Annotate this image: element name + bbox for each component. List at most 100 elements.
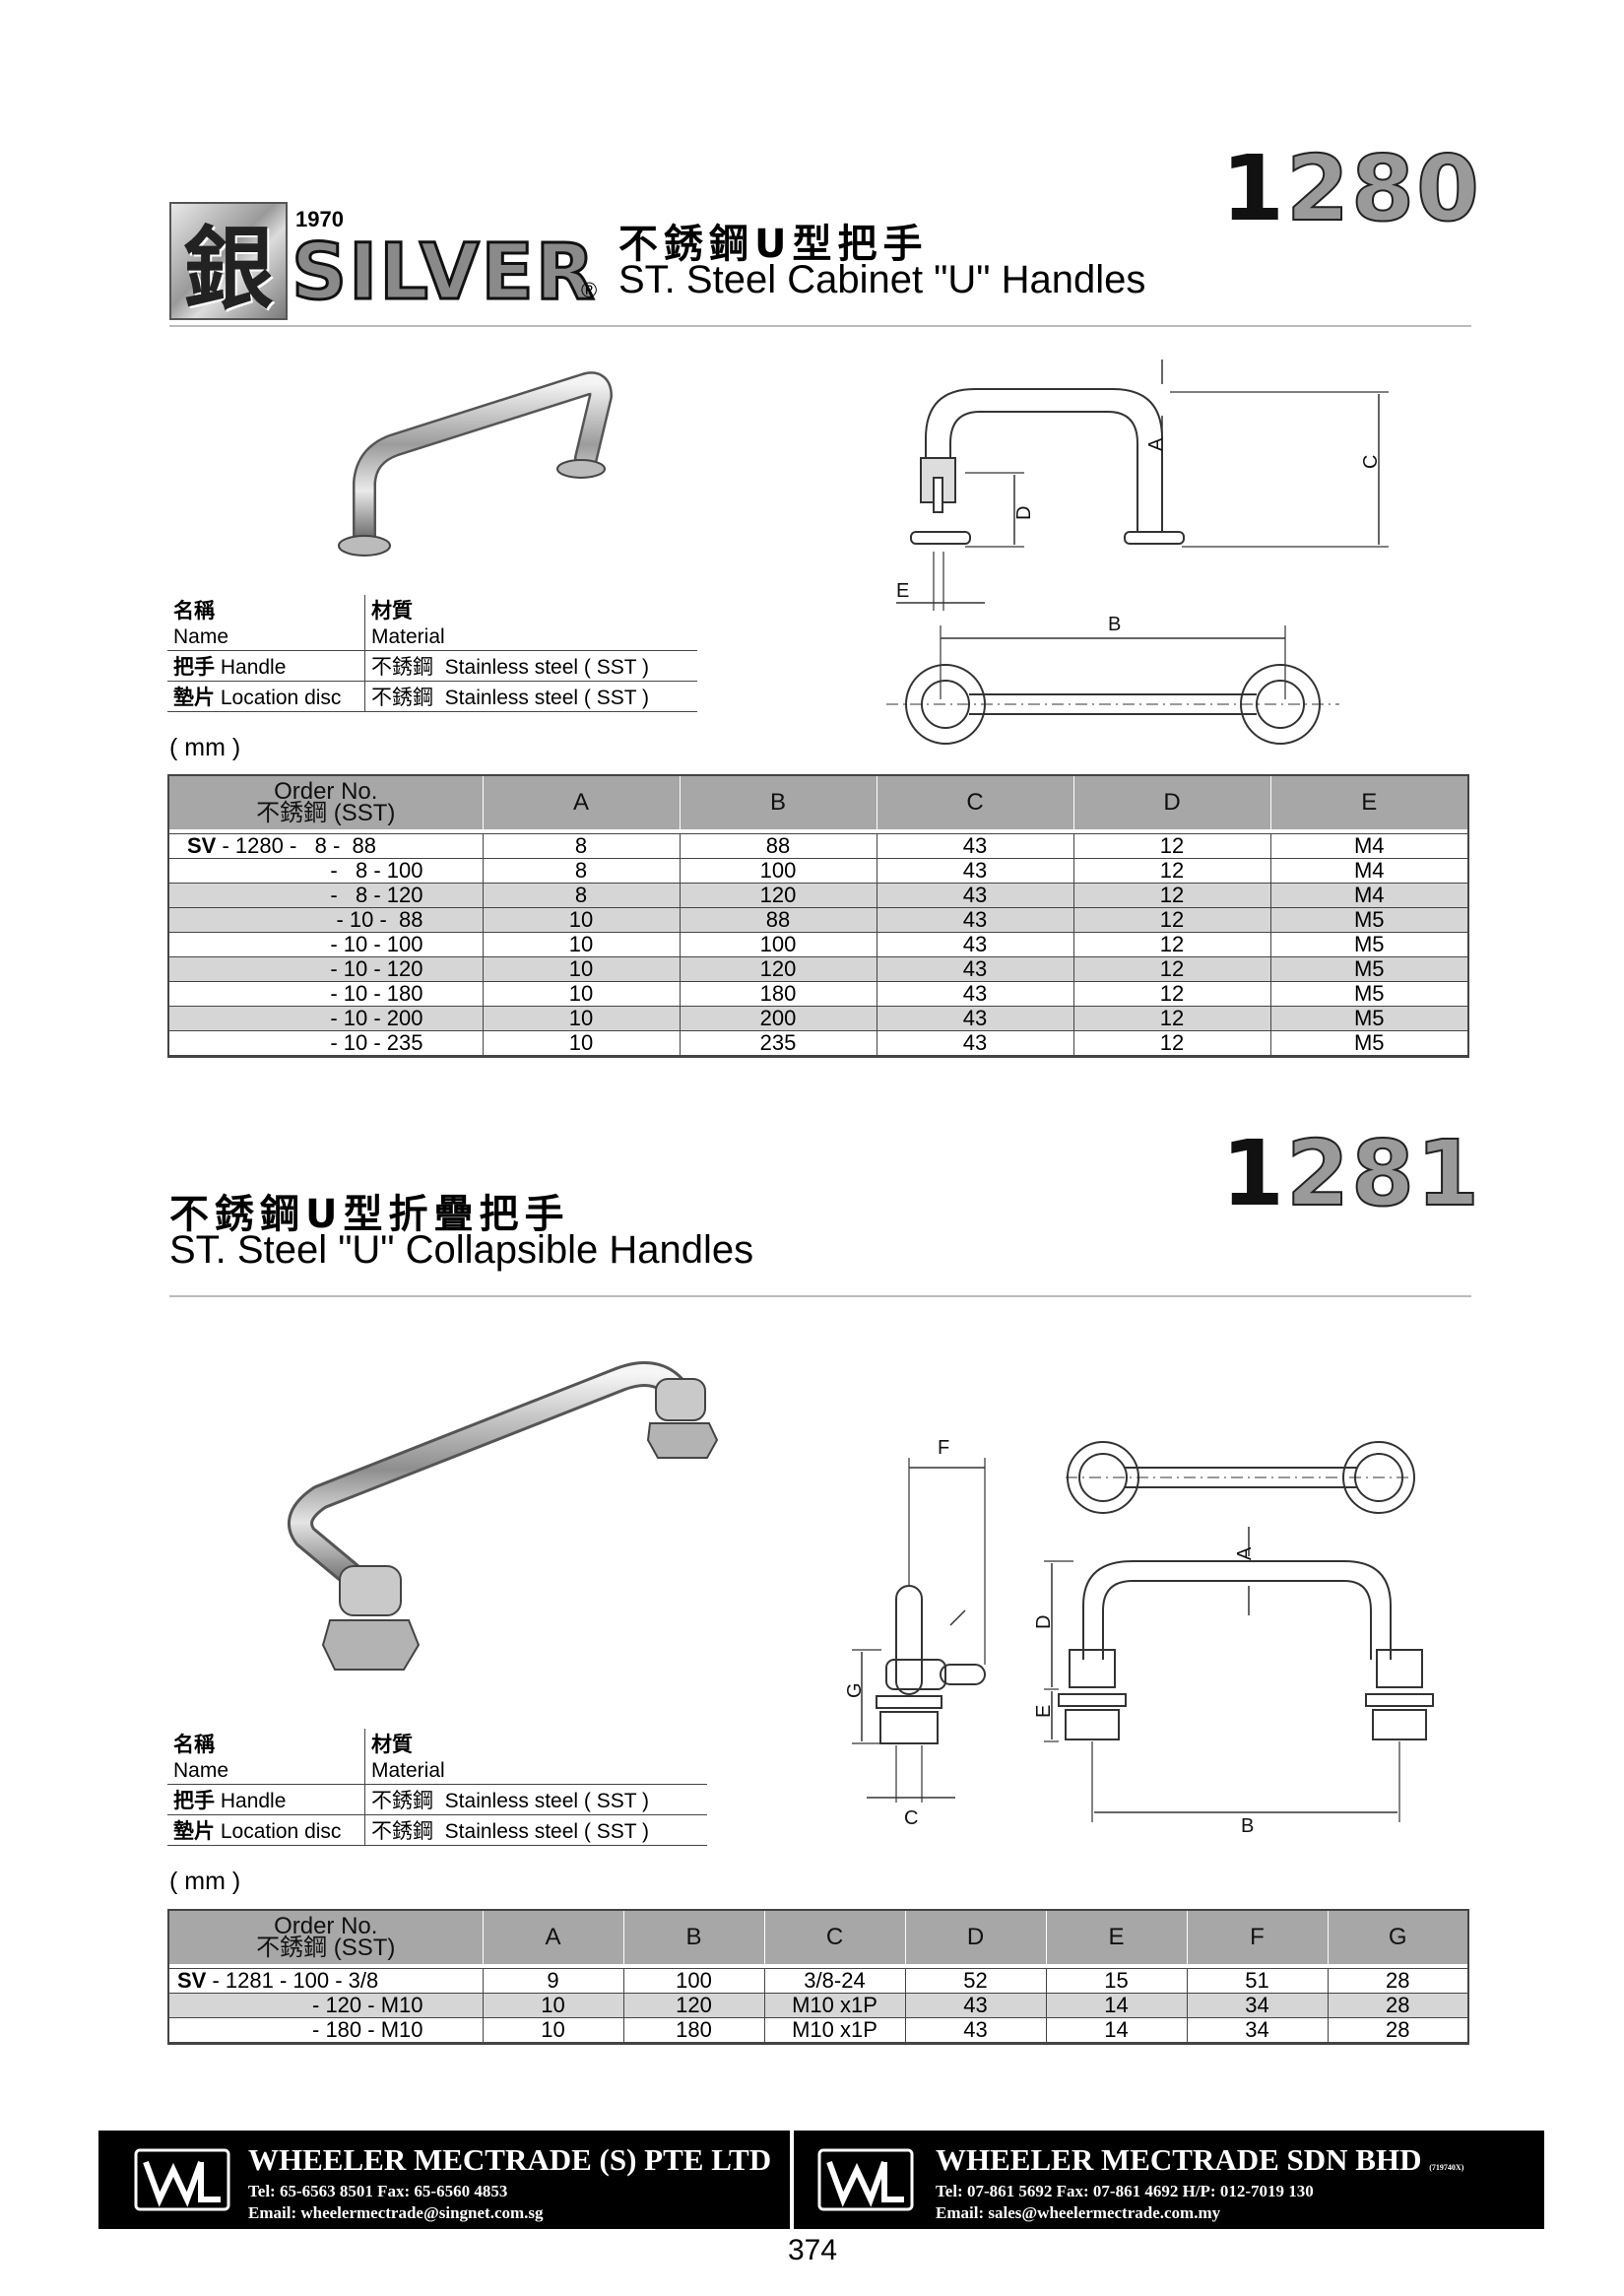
order-number: - 120 - M10 — [169, 1993, 484, 2018]
footer-right-reg: (719740X) — [1429, 2163, 1464, 2172]
cell-e: 14 — [1046, 2017, 1188, 2043]
brand-name: SILVER — [291, 228, 597, 319]
dim-label-d: D — [1013, 506, 1035, 520]
cell-c: 43 — [877, 956, 1074, 982]
handle-1280-photo — [338, 371, 613, 557]
cell-c: 43 — [877, 883, 1074, 908]
header-material-en: Material — [364, 624, 697, 651]
cell-a: 10 — [483, 981, 681, 1007]
table-row: - 8 - 120 8 120 43 12 M4 — [169, 883, 1467, 908]
table-row: - 180 - M10 10 180 M10 x1P 43 14 34 28 — [169, 2017, 1467, 2043]
material-row: 墊片 Location disc 不銹鋼 Stainless steel ( S… — [167, 681, 697, 712]
model-first-digit: 1 — [1221, 136, 1287, 241]
dim-label-c: C — [1360, 455, 1382, 469]
cell-f: 34 — [1187, 2017, 1329, 2043]
brand-registered-mark: ® — [581, 278, 598, 302]
section2-divider — [169, 1295, 1471, 1297]
material-en: Stainless steel ( SST ) — [444, 687, 650, 709]
cell-g: 28 — [1328, 2017, 1467, 2043]
col-header-f: F — [1187, 1911, 1329, 1964]
model-rest-digits: 281 — [1285, 1120, 1482, 1227]
col-header-d: D — [905, 1911, 1047, 1964]
section1-title-cn: 不銹鋼U型把手 — [618, 222, 929, 267]
material-header-en: Name Material — [167, 1758, 707, 1785]
part-name-en: Location disc — [220, 687, 342, 709]
cell-d: 12 — [1073, 956, 1271, 982]
header-material-en: Material — [364, 1758, 707, 1785]
section2-spec-table: Order No.不銹鋼 (SST) A B C D E F G SV - 12… — [167, 1909, 1469, 2045]
dim-label-g: G — [844, 1682, 866, 1698]
cell-c: M10 x1P — [764, 2017, 906, 2043]
cell-b: 120 — [623, 1993, 765, 2018]
cell-d: 12 — [1073, 1030, 1271, 1056]
material-cn: 不銹鋼 — [371, 1820, 433, 1843]
cell-c: 43 — [877, 1030, 1074, 1056]
section2-title-cn: 不銹鋼U型折疊把手 — [169, 1192, 570, 1237]
cell-d: 43 — [905, 1993, 1047, 2018]
order-number: - 10 - 180 — [169, 981, 484, 1007]
cell-d: 43 — [905, 2017, 1047, 2043]
col-header-c: C — [877, 776, 1074, 829]
cell-e: M5 — [1270, 956, 1467, 982]
cell-d: 12 — [1073, 858, 1271, 884]
cell-a: 10 — [483, 932, 681, 957]
model-first-digit: 1 — [1221, 1121, 1287, 1226]
cell-c: 3/8-24 — [764, 1968, 906, 1994]
section1-unit: ( mm ) — [169, 734, 241, 761]
header-name-cn: 名稱 — [167, 595, 365, 624]
order-number: - 1280 - 8 - 88 — [216, 833, 376, 858]
dim-label-c: C — [904, 1807, 918, 1829]
material-row: 把手 Handle 不銹鋼 Stainless steel ( SST ) — [167, 650, 697, 682]
section2-title-en: ST. Steel "U" Collapsible Handles — [169, 1228, 754, 1272]
spec-header-row: Order No.不銹鋼 (SST) A B C D E F G — [169, 1911, 1467, 1964]
table-row: - 120 - M10 10 120 M10 x1P 43 14 34 28 — [169, 1993, 1467, 2018]
cell-g: 28 — [1328, 1993, 1467, 2018]
dim-label-b: B — [1241, 1815, 1254, 1837]
table-row: - 10 - 200 10 200 43 12 M5 — [169, 1006, 1467, 1031]
header-material-cn: 材質 — [371, 600, 413, 623]
cell-c: 43 — [877, 1006, 1074, 1031]
dim-label-e: E — [1033, 1705, 1055, 1718]
cell-a: 10 — [483, 1993, 624, 2018]
cell-a: 10 — [483, 1006, 681, 1031]
brand-year: 1970 — [295, 207, 344, 231]
cell-c: 43 — [877, 833, 1074, 859]
table-row: - 10 - 180 10 180 43 12 M5 — [169, 981, 1467, 1007]
cell-a: 10 — [483, 2017, 624, 2043]
cell-e: 14 — [1046, 1993, 1188, 2018]
cell-e: M4 — [1270, 858, 1467, 884]
section1-material-table: 名稱 材質 Name Material 把手 Handle 不銹鋼 Stainl… — [167, 595, 697, 712]
table-row: - 10 - 120 10 120 43 12 M5 — [169, 956, 1467, 982]
section2-material-table: 名稱 材質 Name Material 把手 Handle 不銹鋼 Stainl… — [167, 1729, 707, 1846]
cell-e: M5 — [1270, 932, 1467, 957]
order-number: - 1281 - 100 - 3/8 — [206, 1968, 379, 1993]
cell-d: 12 — [1073, 1006, 1271, 1031]
order-number: - 10 - 235 — [169, 1030, 484, 1056]
cell-b: 120 — [680, 883, 877, 908]
cell-e: M5 — [1270, 1030, 1467, 1056]
material-cn: 不銹鋼 — [371, 1790, 433, 1812]
col-header-d: D — [1073, 776, 1271, 829]
cell-d: 12 — [1073, 981, 1271, 1007]
cell-b: 180 — [623, 2017, 765, 2043]
spec-header-row: Order No.不銹鋼 (SST) A B C D E — [169, 776, 1467, 829]
col-header-c: C — [764, 1911, 906, 1964]
order-no-header: Order No.不銹鋼 (SST) — [169, 776, 484, 829]
table-row: - 10 - 235 10 235 43 12 M5 — [169, 1030, 1467, 1056]
page-number: 374 — [788, 2234, 838, 2266]
order-no-header: Order No.不銹鋼 (SST) — [169, 1911, 484, 1964]
cell-b: 88 — [680, 907, 877, 933]
cell-b: 120 — [680, 956, 877, 982]
footer-right-email[interactable]: Email: sales@wheelermectrade.com.my — [936, 2203, 1221, 2222]
cell-g: 28 — [1328, 1968, 1467, 1994]
cell-d: 12 — [1073, 833, 1271, 859]
col-header-b: B — [623, 1911, 765, 1964]
cell-f: 34 — [1187, 1993, 1329, 2018]
cell-a: 10 — [483, 907, 681, 933]
footer-left-email[interactable]: Email: wheelermectrade@singnet.com.sg — [248, 2203, 544, 2222]
col-header-a: A — [483, 776, 681, 829]
dim-label-a: A — [1145, 437, 1167, 451]
order-no-header-en: Order No. — [274, 1913, 378, 1939]
order-prefix: SV — [177, 1968, 207, 1993]
header-name-en: Name — [167, 624, 365, 651]
